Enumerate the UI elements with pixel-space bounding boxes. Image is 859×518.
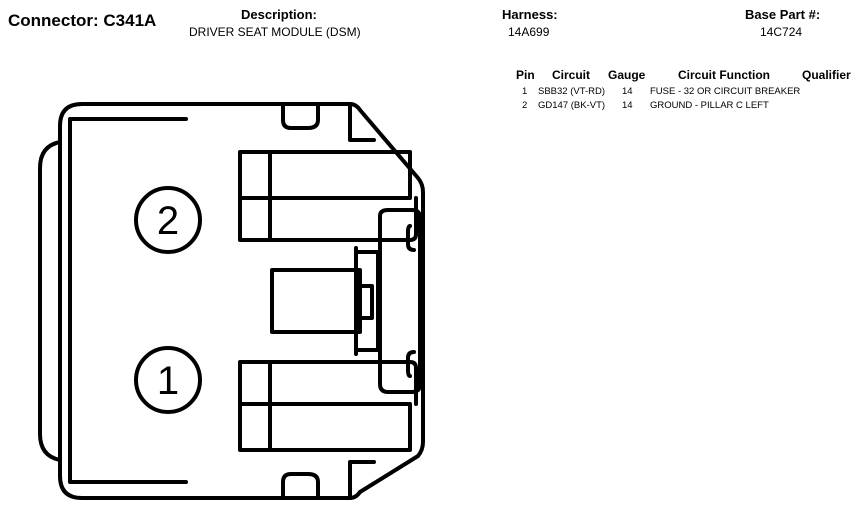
connector-top-latch xyxy=(281,102,320,130)
gauge-cell: 14 xyxy=(622,100,633,111)
base-part-label: Base Part #: xyxy=(745,7,821,22)
gauge-cell: 14 xyxy=(622,86,633,97)
harness-value: 14A699 xyxy=(508,25,550,39)
pin-2-label: 2 xyxy=(157,199,179,243)
cavity-lower xyxy=(238,402,412,452)
connector-title: Connector: C341A xyxy=(8,11,157,30)
circuit-cell: GD147 (BK-VT) xyxy=(538,100,606,111)
circuit-cell: SBB32 (VT-RD) xyxy=(538,86,606,97)
column-header-gauge: Gauge xyxy=(608,68,646,82)
description-value: DRIVER SEAT MODULE (DSM) xyxy=(189,25,361,39)
base-part-value: 14C724 xyxy=(760,25,803,39)
harness-label: Harness: xyxy=(502,7,558,22)
column-header-pin: Pin xyxy=(516,68,535,82)
connector-bottom-latch xyxy=(281,472,320,500)
connector-outer-body xyxy=(58,102,425,500)
column-header-circuit: Circuit xyxy=(552,68,591,82)
column-header-circuit-function: Circuit Function xyxy=(678,68,770,82)
center-key-block xyxy=(270,268,362,334)
connector-inner-shell xyxy=(68,117,188,484)
function-cell: FUSE - 32 OR CIRCUIT BREAKER xyxy=(650,86,801,97)
pin-cell: 1 xyxy=(522,86,528,97)
pin-2-circle xyxy=(134,186,202,254)
pin-1-circle xyxy=(134,346,202,414)
connector-left-bumper xyxy=(38,140,62,462)
pin-cell: 2 xyxy=(522,100,528,111)
cavity-upper xyxy=(238,150,412,200)
column-header-qualifier: Qualifier xyxy=(802,68,851,82)
connector-right-latch xyxy=(378,208,422,394)
function-cell: GROUND - PILLAR C LEFT xyxy=(650,100,769,111)
pin-1-label: 1 xyxy=(157,359,179,403)
description-label: Description: xyxy=(241,7,317,22)
